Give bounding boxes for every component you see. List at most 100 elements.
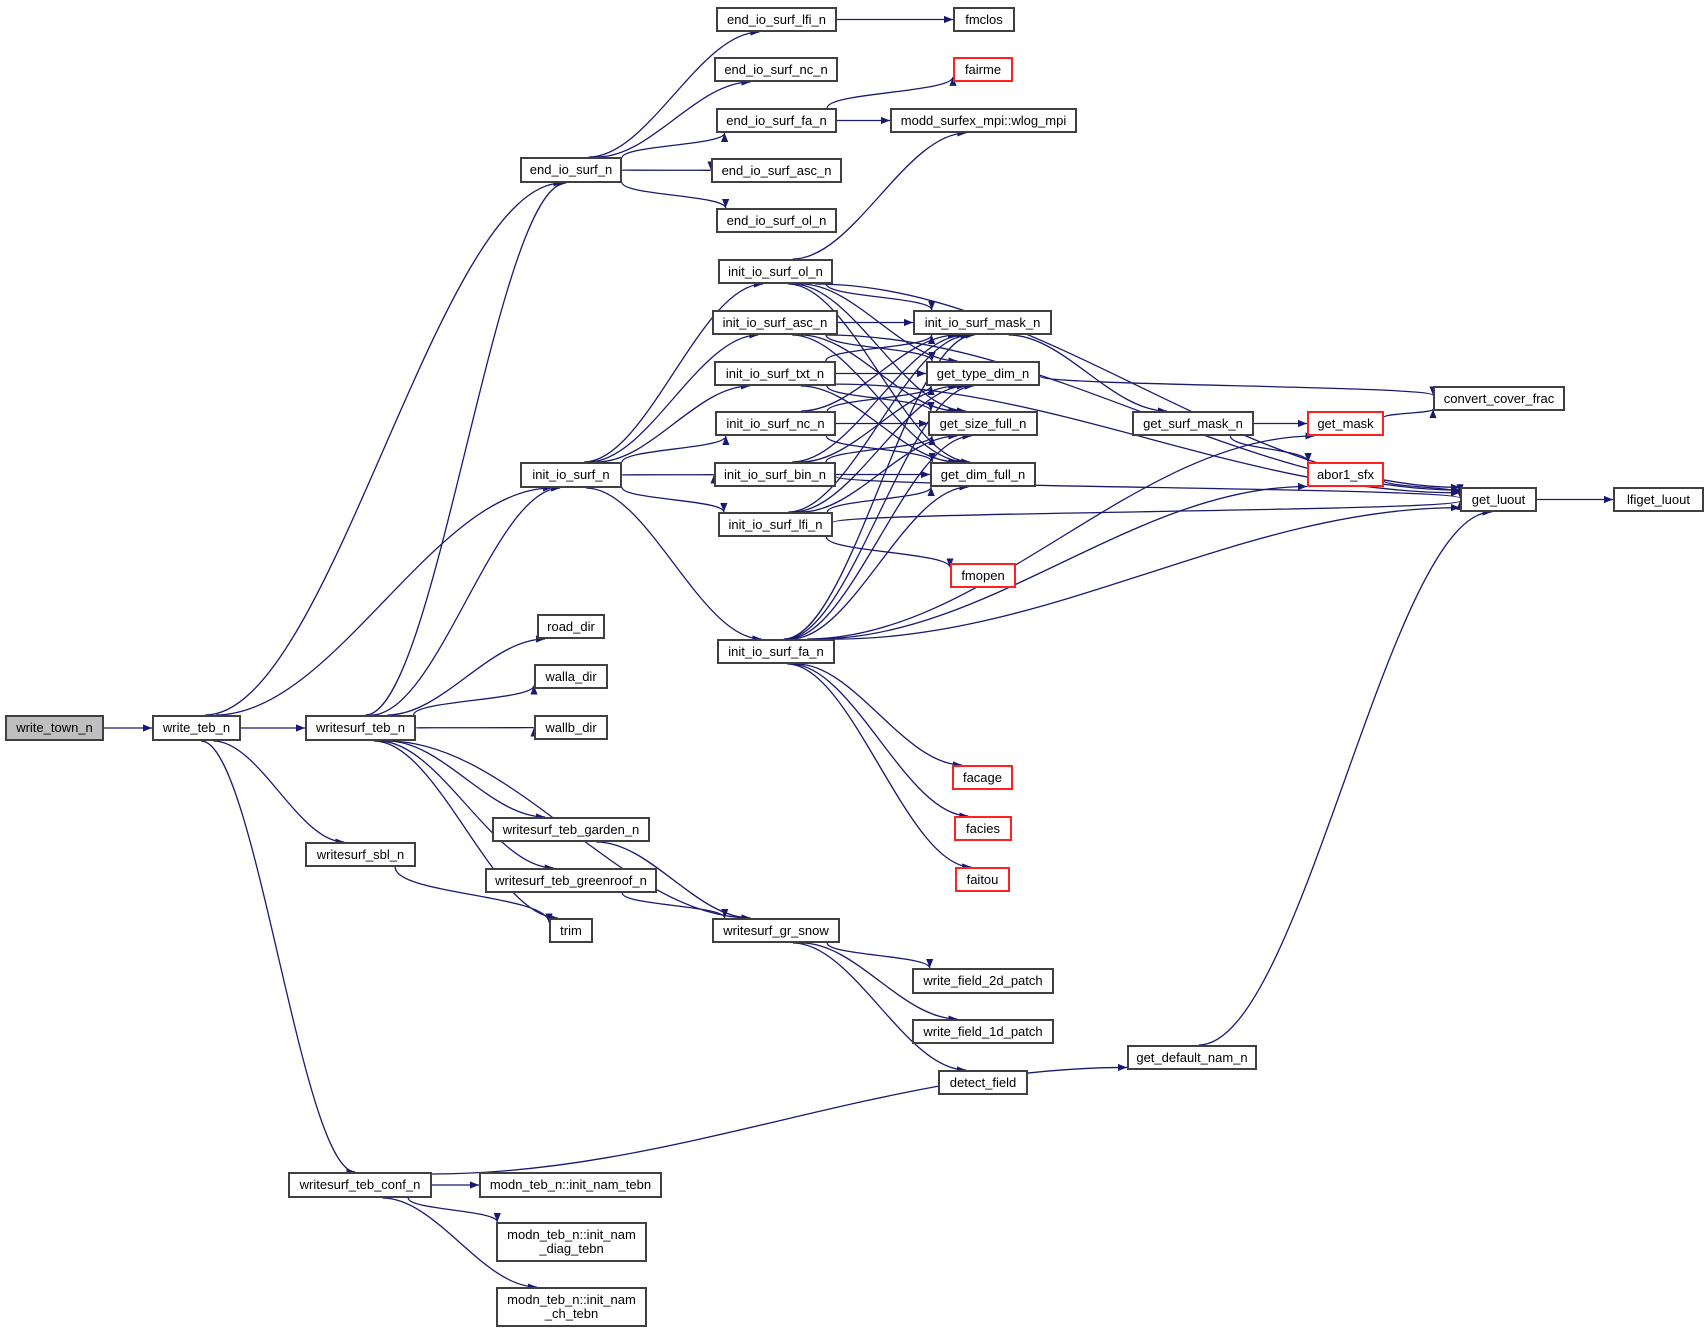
edge-writesurf-teb-n-to-writesurf-teb-greenroof-n: [378, 740, 554, 872]
edge-abor1-sfx-to-get-luout: [1383, 480, 1464, 494]
edge-get-type-dim-n-to-convert-cover-frac: [1039, 375, 1437, 396]
edge-init-io-surf-ol-n-to-init-io-surf-mask-n: [825, 283, 936, 311]
node-init-io-surf-lfi-n[interactable]: init_io_surf_lfi_n: [718, 512, 833, 537]
edge-init-io-surf-nc-n-to-init-io-surf-mask-n: [801, 331, 957, 412]
edge-init-io-surf-ol-n-to-get-luout: [815, 283, 1461, 491]
node-get-default-nam-n[interactable]: get_default_nam_n: [1127, 1045, 1257, 1070]
edge-init-io-surf-lfi-n-to-get-dim-full-n: [826, 486, 935, 513]
node-detect-field[interactable]: detect_field: [938, 1070, 1028, 1095]
node-writesurf-teb-garden-n[interactable]: writesurf_teb_garden_n: [492, 817, 650, 842]
edge-writesurf-gr-snow-to-write-field-1d-patch: [801, 942, 958, 1023]
node-init-nam-ch-tebn[interactable]: modn_teb_n::init_nam _ch_tebn: [496, 1287, 647, 1327]
edge-writesurf-gr-snow-to-detect-field: [793, 942, 966, 1074]
node-writesurf-gr-snow[interactable]: writesurf_gr_snow: [712, 918, 840, 943]
edge-writesurf-teb-n-to-end-io-surf-n: [365, 179, 567, 716]
edge-init-io-surf-mask-n-to-get-surf-mask-n: [1008, 334, 1167, 415]
node-end-io-surf-n[interactable]: end_io_surf_n: [520, 157, 622, 183]
node-writesurf-sbl-n[interactable]: writesurf_sbl_n: [305, 842, 416, 867]
edge-init-io-surf-fa-n-to-abor1-sfx: [816, 482, 1308, 640]
node-init-io-surf-txt-n[interactable]: init_io_surf_txt_n: [714, 361, 836, 386]
edge-init-io-surf-ol-n-to-wlog-mpi: [792, 129, 967, 260]
node-facage[interactable]: facage: [952, 765, 1013, 790]
edge-get-default-nam-n-to-get-luout: [1198, 508, 1492, 1046]
edge-init-io-surf-n-to-init-io-surf-ol-n: [584, 280, 763, 463]
edge-writesurf-sbl-n-to-trim: [394, 866, 553, 923]
node-get-dim-full-n[interactable]: get_dim_full_n: [930, 462, 1036, 487]
edge-get-mask-to-convert-cover-frac: [1383, 408, 1437, 419]
node-get-size-full-n[interactable]: get_size_full_n: [928, 411, 1038, 436]
node-write-town-n[interactable]: write_town_n: [5, 715, 104, 741]
edge-write-teb-n-to-writesurf-teb-conf-n: [201, 740, 356, 1176]
node-walla-dir[interactable]: walla_dir: [534, 664, 608, 689]
edge-init-io-surf-lfi-n-to-init-io-surf-mask-n: [788, 331, 970, 513]
edge-init-io-surf-n-to-init-io-surf-txt-n: [597, 382, 750, 463]
node-get-luout[interactable]: get_luout: [1460, 487, 1537, 512]
edge-writesurf-teb-greenroof-n-to-writesurf-gr-snow: [621, 892, 729, 919]
node-get-mask[interactable]: get_mask: [1307, 411, 1384, 436]
edge-writesurf-teb-n-to-road-dir: [387, 635, 546, 716]
edge-init-io-surf-fa-n-to-facage: [796, 663, 963, 769]
node-road-dir[interactable]: road_dir: [537, 614, 605, 639]
edge-end-io-surf-fa-n-to-fairme: [826, 76, 957, 109]
node-get-surf-mask-n[interactable]: get_surf_mask_n: [1132, 411, 1254, 436]
edge-init-io-surf-fa-n-to-facies: [790, 663, 969, 820]
node-init-io-surf-fa-n[interactable]: init_io_surf_fa_n: [717, 639, 835, 664]
edge-init-io-surf-fa-n-to-get-dim-full-n: [790, 483, 969, 640]
node-init-io-surf-n[interactable]: init_io_surf_n: [520, 462, 622, 488]
node-faitou[interactable]: faitou: [955, 867, 1010, 892]
node-init-io-surf-mask-n[interactable]: init_io_surf_mask_n: [913, 310, 1052, 335]
node-fairme[interactable]: fairme: [953, 57, 1013, 82]
node-writesurf-teb-greenroof-n[interactable]: writesurf_teb_greenroof_n: [485, 868, 657, 893]
edge-writesurf-teb-conf-n-to-init-nam-ch-tebn: [382, 1197, 537, 1291]
node-convert-cover-frac[interactable]: convert_cover_frac: [1433, 386, 1565, 411]
node-write-teb-n[interactable]: write_teb_n: [152, 715, 241, 741]
edge-get-surf-mask-n-to-abor1-sfx: [1229, 435, 1312, 463]
node-end-io-surf-asc-n[interactable]: end_io_surf_asc_n: [711, 158, 842, 183]
node-write-field-2d-patch[interactable]: write_field_2d_patch: [912, 968, 1054, 994]
edge-writesurf-teb-n-to-init-io-surf-n: [371, 484, 561, 716]
node-fmopen[interactable]: fmopen: [950, 563, 1016, 588]
edge-end-io-surf-n-to-end-io-surf-lfi-n: [588, 28, 760, 158]
node-end-io-surf-nc-n[interactable]: end_io_surf_nc_n: [714, 57, 838, 82]
edge-writesurf-teb-conf-n-to-init-nam-diag-tebn: [407, 1197, 501, 1223]
edge-end-io-surf-n-to-end-io-surf-fa-n: [621, 132, 729, 159]
node-wallb-dir[interactable]: wallb_dir: [534, 715, 608, 740]
edge-writesurf-teb-n-to-writesurf-teb-garden-n: [387, 740, 546, 821]
node-get-type-dim-n[interactable]: get_type_dim_n: [926, 361, 1040, 386]
node-init-io-surf-asc-n[interactable]: init_io_surf_asc_n: [712, 310, 838, 335]
edge-init-io-surf-txt-n-to-init-io-surf-mask-n: [825, 334, 936, 362]
edge-writesurf-gr-snow-to-write-field-2d-patch: [826, 942, 934, 969]
edge-init-io-surf-fa-n-to-get-mask: [807, 432, 1315, 640]
node-init-io-surf-ol-n[interactable]: init_io_surf_ol_n: [718, 259, 833, 284]
node-writesurf-teb-n[interactable]: writesurf_teb_n: [305, 715, 416, 741]
node-end-io-surf-lfi-n[interactable]: end_io_surf_lfi_n: [716, 7, 837, 32]
node-init-nam-diag-tebn[interactable]: modn_teb_n::init_nam _diag_tebn: [496, 1222, 647, 1262]
edge-init-io-surf-fa-n-to-get-type-dim-n: [785, 382, 974, 640]
node-writesurf-teb-conf-n[interactable]: writesurf_teb_conf_n: [288, 1172, 432, 1198]
node-end-io-surf-fa-n[interactable]: end_io_surf_fa_n: [716, 108, 837, 133]
edge-init-io-surf-fa-n-to-faitou: [787, 663, 972, 871]
node-lfiget-luout[interactable]: lfiget_luout: [1613, 487, 1704, 512]
node-wlog-mpi[interactable]: modd_surfex_mpi::wlog_mpi: [890, 108, 1077, 133]
node-abor1-sfx[interactable]: abor1_sfx: [1307, 462, 1384, 487]
edge-init-io-surf-n-to-init-io-surf-fa-n: [586, 487, 762, 643]
edge-write-teb-n-to-writesurf-sbl-n: [213, 740, 345, 846]
node-facies[interactable]: facies: [954, 816, 1012, 841]
edge-end-io-surf-n-to-end-io-surf-ol-n: [621, 182, 730, 209]
node-init-nam-tebn[interactable]: modn_teb_n::init_nam_tebn: [479, 1172, 662, 1198]
edge-init-io-surf-lfi-n-to-get-size-full-n: [801, 432, 958, 513]
node-end-io-surf-ol-n[interactable]: end_io_surf_ol_n: [716, 208, 837, 233]
node-write-field-1d-patch[interactable]: write_field_1d_patch: [912, 1019, 1054, 1044]
edge-init-io-surf-bin-n-to-init-io-surf-mask-n: [792, 331, 966, 463]
node-fmclos[interactable]: fmclos: [953, 7, 1015, 32]
node-init-io-surf-bin-n[interactable]: init_io_surf_bin_n: [714, 462, 836, 487]
edge-end-io-surf-n-to-end-io-surf-nc-n: [597, 78, 751, 158]
edge-writesurf-teb-n-to-walla-dir: [412, 685, 538, 716]
node-trim[interactable]: trim: [549, 918, 593, 943]
edge-init-io-surf-n-to-init-io-surf-nc-n: [621, 435, 730, 463]
edge-init-io-surf-n-to-init-io-surf-asc-n: [588, 331, 759, 463]
edge-init-io-surf-fa-n-to-get-size-full-n: [787, 432, 972, 640]
node-init-io-surf-nc-n[interactable]: init_io_surf_nc_n: [715, 411, 836, 436]
